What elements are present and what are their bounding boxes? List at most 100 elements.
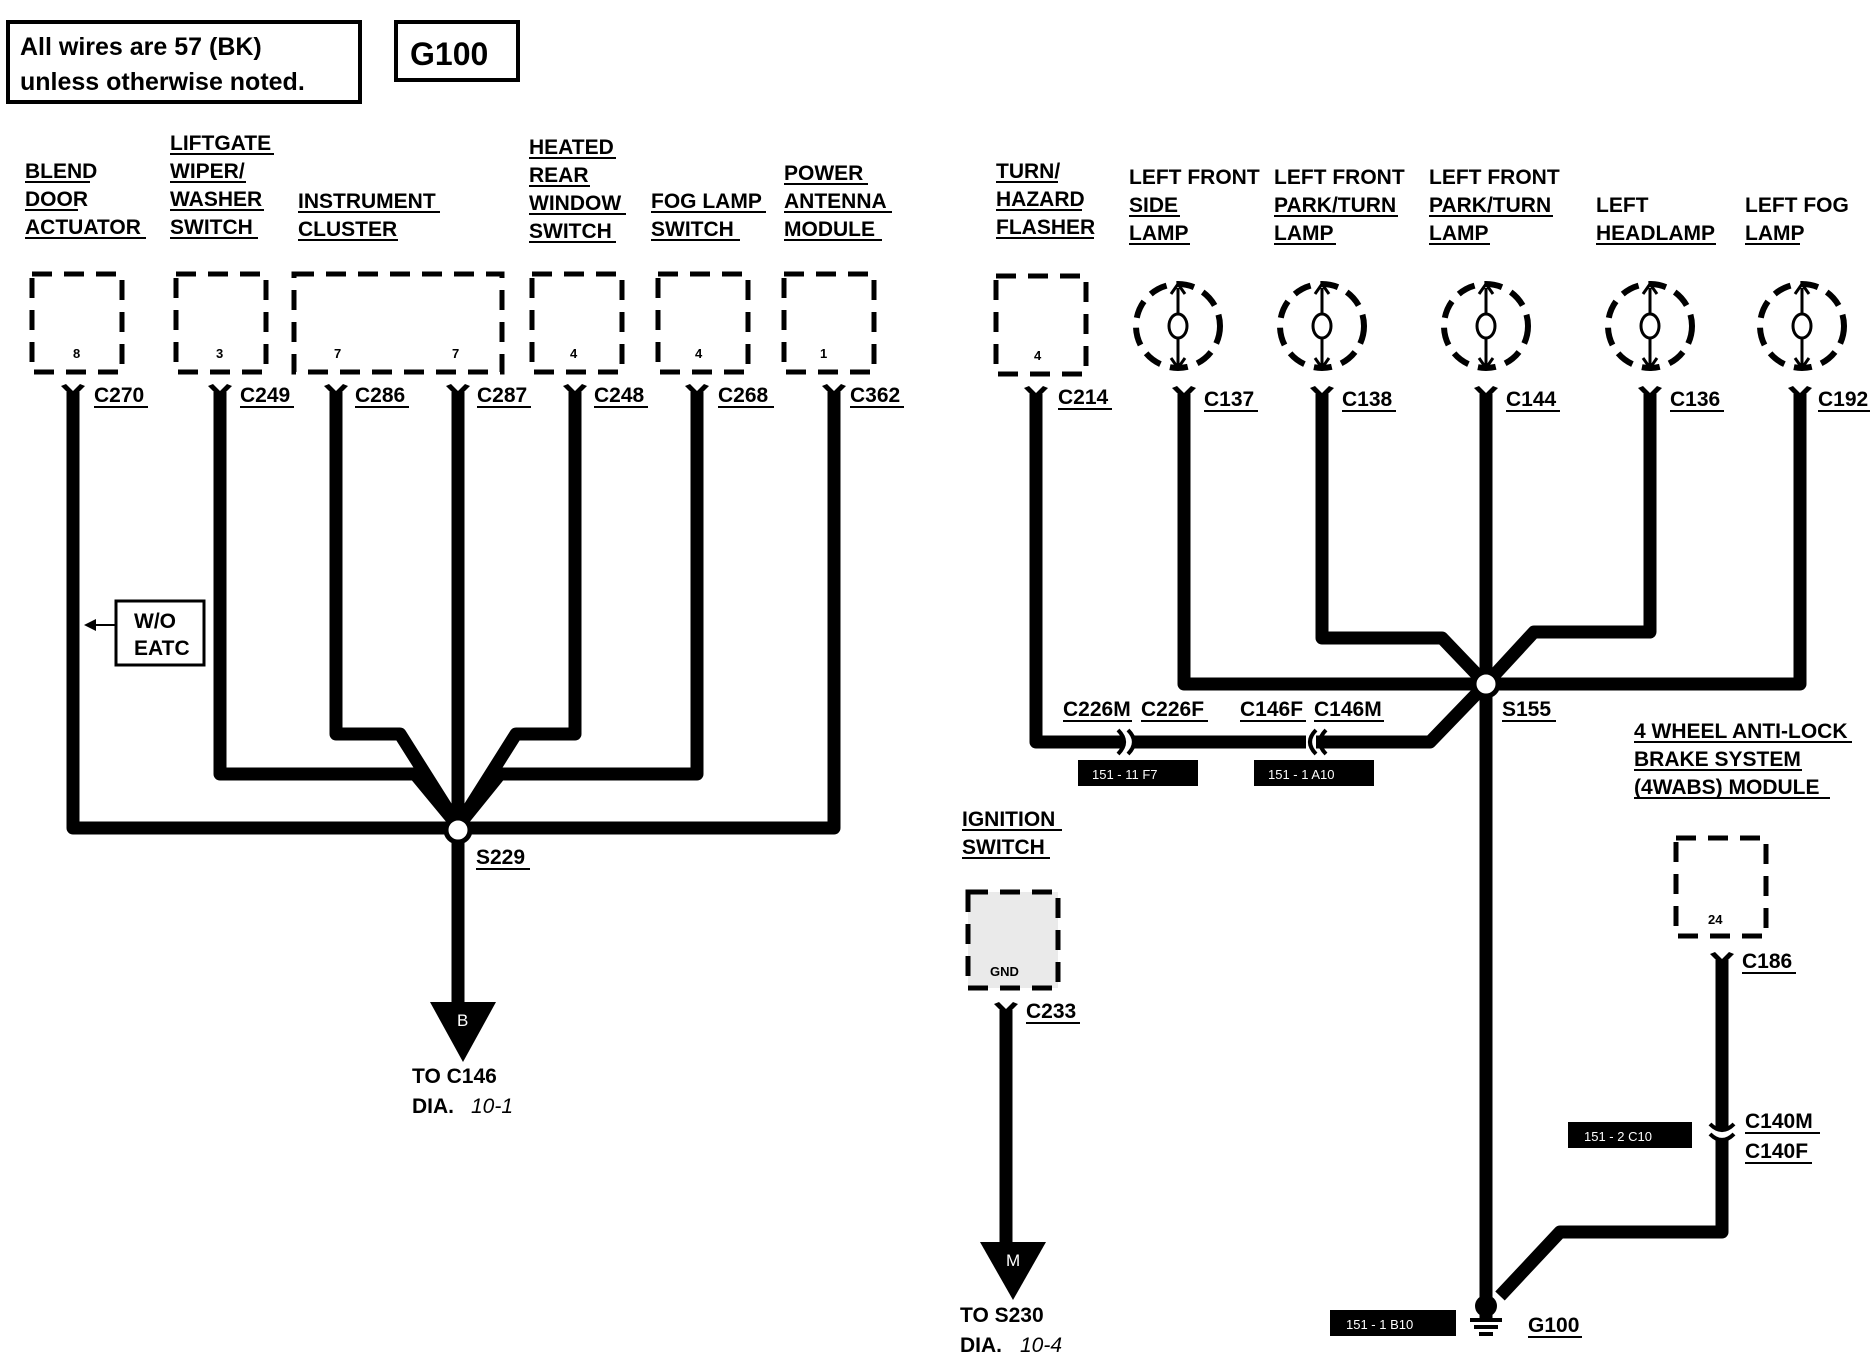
lamp-left-fog <box>1757 281 1847 371</box>
note-line-1: All wires are 57 (BK) <box>20 33 262 61</box>
svg-text:REAR: REAR <box>529 164 589 187</box>
svg-text:IGNITION: IGNITION <box>962 808 1055 831</box>
connector-c270: C270 <box>94 384 144 407</box>
svg-text:TURN/: TURN/ <box>996 160 1060 183</box>
connector-c233: C233 <box>1026 1000 1076 1023</box>
svg-text:M: M <box>1006 1251 1020 1270</box>
component-blend-door-actuator: 8 <box>29 271 125 375</box>
svg-text:LEFT FOG: LEFT FOG <box>1745 194 1849 217</box>
svg-text:PARK/TURN: PARK/TURN <box>1429 194 1551 217</box>
svg-text:DIA.: DIA. <box>960 1334 1002 1357</box>
ref-151-1-a10: 151 - 1 A10 <box>1254 760 1374 786</box>
continuation-arrow-m: M TO S230 DIA. 10-4 <box>960 1242 1062 1357</box>
label-left-front-park-turn-lamp-2: LEFT FRONT PARK/TURN LAMP <box>1429 166 1560 245</box>
connector-c146f: C146F <box>1240 698 1303 721</box>
svg-text:LEFT FRONT: LEFT FRONT <box>1129 166 1260 189</box>
lamp-left-front-park-turn-1 <box>1277 281 1367 371</box>
connector-c144: C144 <box>1506 388 1557 411</box>
right-ground-wires <box>999 394 1807 1320</box>
svg-text:S155: S155 <box>1502 698 1551 721</box>
svg-text:151 - 1 B10: 151 - 1 B10 <box>1346 1317 1413 1332</box>
svg-text:SWITCH: SWITCH <box>651 218 734 241</box>
svg-text:4: 4 <box>695 346 703 361</box>
svg-text:POWER: POWER <box>784 162 863 185</box>
svg-text:LEFT FRONT: LEFT FRONT <box>1429 166 1560 189</box>
svg-text:WASHER: WASHER <box>170 188 262 211</box>
svg-text:10-1: 10-1 <box>471 1095 513 1118</box>
connector-c138: C138 <box>1342 388 1393 411</box>
label-heated-rear-window-switch: HEATED REAR WINDOW SWITCH <box>529 136 626 243</box>
svg-text:TO C146: TO C146 <box>412 1065 497 1088</box>
label-left-front-side-lamp: LEFT FRONT SIDE LAMP <box>1129 166 1260 245</box>
svg-text:DIA.: DIA. <box>412 1095 454 1118</box>
ground-title-box: G100 <box>394 20 520 82</box>
inline-connector-c146 <box>1306 728 1328 756</box>
svg-text:ANTENNA: ANTENNA <box>784 190 887 213</box>
lamp-left-headlamp <box>1605 281 1695 371</box>
svg-text:151 - 2 C10: 151 - 2 C10 <box>1584 1129 1652 1144</box>
svg-text:G100: G100 <box>1528 1314 1579 1337</box>
inline-connector-c140 <box>1708 1122 1736 1142</box>
label-power-antenna-module: POWER ANTENNA MODULE <box>784 162 892 241</box>
svg-text:LAMP: LAMP <box>1129 222 1189 245</box>
svg-text:LAMP: LAMP <box>1429 222 1489 245</box>
splice-s155: S155 <box>1471 669 1556 722</box>
svg-text:3: 3 <box>216 346 223 361</box>
label-left-front-park-turn-lamp-1: LEFT FRONT PARK/TURN LAMP <box>1274 166 1405 245</box>
svg-text:LAMP: LAMP <box>1745 222 1805 245</box>
svg-text:7: 7 <box>452 346 459 361</box>
svg-text:WIPER/: WIPER/ <box>170 160 245 183</box>
svg-text:10-4: 10-4 <box>1020 1334 1062 1357</box>
ground-g100: G100 <box>1470 1295 1582 1338</box>
label-liftgate-wiper-washer-switch: LIFTGATE WIPER/ WASHER SWITCH <box>170 132 274 239</box>
svg-text:LAMP: LAMP <box>1274 222 1334 245</box>
component-power-antenna-module: 1 <box>781 271 877 375</box>
ref-151-1-b10: 151 - 1 B10 <box>1330 1310 1456 1336</box>
ref-151-2-c10: 151 - 2 C10 <box>1568 1122 1692 1148</box>
connector-labels-left: C270 C249 C286 C287 C248 C268 C362 <box>94 384 904 408</box>
svg-text:SWITCH: SWITCH <box>962 836 1045 859</box>
svg-text:LIFTGATE: LIFTGATE <box>170 132 271 155</box>
svg-text:GND: GND <box>990 964 1019 979</box>
svg-text:LEFT FRONT: LEFT FRONT <box>1274 166 1405 189</box>
component-heated-rear-window-switch: 4 <box>529 271 625 375</box>
svg-text:BLEND: BLEND <box>25 160 97 183</box>
label-left-fog-lamp: LEFT FOG LAMP <box>1745 194 1849 245</box>
svg-text:24: 24 <box>1708 912 1723 927</box>
splice-s229: S229 <box>443 815 530 870</box>
svg-text:B: B <box>457 1011 468 1030</box>
svg-text:7: 7 <box>334 346 341 361</box>
svg-text:(4WABS) MODULE: (4WABS) MODULE <box>1634 776 1820 799</box>
connector-c192: C192 <box>1818 388 1868 411</box>
svg-text:SIDE: SIDE <box>1129 194 1178 217</box>
component-4wabs-module: 24 <box>1673 835 1769 939</box>
svg-text:151 - 11 F7: 151 - 11 F7 <box>1092 767 1158 782</box>
svg-text:LEFT: LEFT <box>1596 194 1649 217</box>
connector-c136: C136 <box>1670 388 1720 411</box>
svg-text:4: 4 <box>570 346 578 361</box>
svg-text:WINDOW: WINDOW <box>529 192 621 215</box>
note-line-2: unless otherwise noted. <box>20 68 305 96</box>
component-turn-hazard-flasher: 4 <box>993 273 1089 377</box>
svg-text:EATC: EATC <box>134 637 190 660</box>
component-instrument-cluster: 7 7 <box>291 271 505 375</box>
connector-c248: C248 <box>594 384 645 407</box>
lamp-left-front-side <box>1133 281 1223 371</box>
svg-text:8: 8 <box>73 346 80 361</box>
left-ground-wires <box>66 392 841 1010</box>
svg-text:BRAKE SYSTEM: BRAKE SYSTEM <box>1634 748 1801 771</box>
svg-text:DOOR: DOOR <box>25 188 88 211</box>
lamp-left-front-park-turn-2 <box>1441 281 1531 371</box>
svg-text:HAZARD: HAZARD <box>996 188 1085 211</box>
connector-c137: C137 <box>1204 388 1254 411</box>
svg-text:4: 4 <box>1034 348 1042 363</box>
label-turn-hazard-flasher: TURN/ HAZARD FLASHER <box>996 160 1095 239</box>
connector-c186: C186 <box>1742 950 1792 973</box>
connector-c249: C249 <box>240 384 290 407</box>
connector-c226m: C226M <box>1063 698 1131 721</box>
svg-text:S229: S229 <box>476 846 525 869</box>
connector-c146m: C146M <box>1314 698 1382 721</box>
svg-text:HEATED: HEATED <box>529 136 614 159</box>
connector-c226f: C226F <box>1141 698 1204 721</box>
